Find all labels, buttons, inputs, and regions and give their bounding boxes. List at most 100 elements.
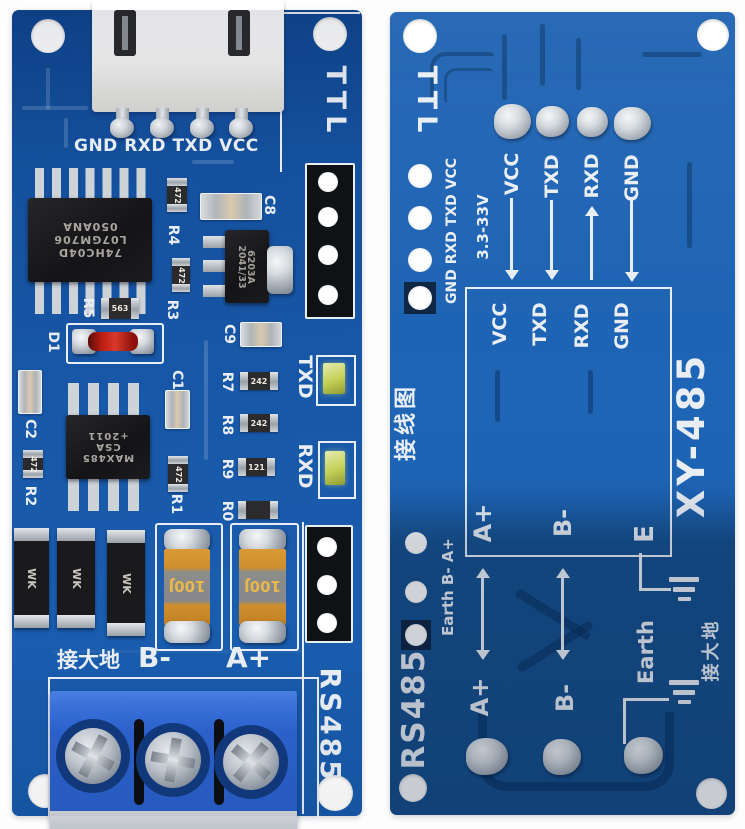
terminal-screw[interactable] bbox=[223, 734, 279, 790]
solder-joint bbox=[577, 107, 608, 137]
pcb-trace bbox=[22, 106, 88, 110]
voltage-regulator: 6203A 2041/33 bbox=[225, 230, 269, 303]
back-board: TTL VCC TXD RXD GND GND RXD TXD VCC 3.3-… bbox=[390, 12, 735, 815]
ref-d1: D1 bbox=[45, 331, 61, 353]
terminal-screw[interactable] bbox=[65, 728, 121, 784]
resistor-r9: 121 bbox=[238, 458, 275, 476]
mounting-hole bbox=[399, 774, 427, 802]
diode-d1 bbox=[66, 323, 164, 364]
pcb-trace bbox=[642, 52, 702, 57]
terminal-slot bbox=[214, 719, 224, 805]
resistor-r0 bbox=[238, 501, 278, 519]
terminal-screw[interactable] bbox=[145, 732, 201, 788]
bottom-pin-bminus: B- bbox=[551, 683, 579, 713]
arrow-bminus bbox=[555, 568, 570, 660]
ground-symbol bbox=[673, 690, 695, 695]
ref-c9: C9 bbox=[221, 323, 237, 344]
ref-r4: R4 bbox=[165, 224, 181, 246]
mounting-hole bbox=[696, 778, 727, 809]
earth-label-cn: 接大地 bbox=[701, 618, 722, 682]
solder-joint bbox=[229, 118, 253, 138]
earth-wire bbox=[639, 553, 642, 591]
pcb-trace bbox=[502, 34, 507, 100]
ref-r9: R9 bbox=[219, 458, 235, 480]
solder-joint bbox=[494, 104, 531, 139]
box-pin-rxd: RXD bbox=[570, 303, 593, 349]
txd-led-outline bbox=[316, 355, 356, 406]
arrow-rxd-up bbox=[584, 206, 599, 280]
pcb-trace bbox=[588, 370, 593, 414]
square-pad bbox=[404, 282, 436, 314]
regulator-leg bbox=[203, 285, 227, 297]
rs485-transceiver-ic: MAX485 CSA +2011 bbox=[66, 415, 150, 479]
pin-hole-strip bbox=[305, 525, 353, 643]
resistor-r7: 242 bbox=[240, 372, 278, 390]
resistor-r8: 242 bbox=[240, 414, 278, 432]
regulator-marking: 2041/33 bbox=[236, 245, 247, 289]
ref-r1: R1 bbox=[168, 493, 184, 515]
earth-label: Earth bbox=[633, 620, 658, 684]
fuse-code: 100J bbox=[244, 577, 281, 596]
silkscreen-line bbox=[302, 522, 304, 814]
tvs-marking: WK bbox=[69, 567, 83, 589]
wiring-diagram-box bbox=[465, 287, 672, 557]
through-hole-pad bbox=[405, 581, 427, 603]
tvs-diode: WK bbox=[14, 528, 49, 628]
solder-joint bbox=[614, 107, 651, 140]
regulator-marking: 6203A bbox=[245, 250, 257, 284]
pin-label-gnd: GND bbox=[620, 154, 643, 202]
resistor-r1: 472 bbox=[168, 456, 188, 492]
ic-pins bbox=[35, 168, 153, 198]
ref-r5: R5 bbox=[80, 297, 96, 319]
square-pad bbox=[401, 620, 431, 650]
ground-symbol bbox=[678, 700, 691, 704]
hex-inverter-ic: 74HC04D L07GM706 050ANA bbox=[28, 198, 152, 282]
ref-r7: R7 bbox=[219, 371, 235, 393]
pin-label-rxd: RXD bbox=[580, 153, 603, 199]
earth-wire bbox=[623, 698, 669, 701]
pcb-trace bbox=[687, 162, 692, 248]
ic-marking: MAX485 bbox=[81, 452, 135, 464]
tvs-diode: WK bbox=[57, 528, 95, 628]
ttl-label: TTL bbox=[411, 65, 443, 139]
earth-wire bbox=[639, 588, 671, 591]
pcb-trace bbox=[576, 38, 581, 90]
pin-hole-strip bbox=[305, 163, 355, 319]
ref-c2: C2 bbox=[22, 418, 38, 439]
rxd-led-outline bbox=[318, 441, 356, 499]
pcb-trace bbox=[64, 118, 68, 148]
regulator-leg bbox=[203, 260, 227, 272]
ground-symbol bbox=[678, 597, 691, 601]
capacitor-c2 bbox=[18, 370, 42, 414]
resistor-r5: 563 bbox=[101, 298, 139, 319]
rxd-led-label: RXD bbox=[294, 443, 317, 489]
resistor-r4: 472 bbox=[167, 178, 187, 212]
solder-joint bbox=[543, 739, 581, 775]
ground-symbol bbox=[669, 680, 699, 685]
tvs-diode: WK bbox=[107, 530, 145, 636]
solder-joint bbox=[190, 118, 214, 138]
mounting-hole bbox=[317, 775, 353, 811]
ttl-connector bbox=[92, 0, 284, 112]
mounting-hole bbox=[31, 19, 65, 53]
tvs-marking: WK bbox=[119, 572, 133, 594]
pcb-trace bbox=[540, 24, 545, 86]
arrow-gnd-down bbox=[624, 200, 639, 282]
ref-r3: R3 bbox=[164, 299, 180, 321]
a-plus-label: A+ bbox=[226, 641, 272, 674]
resistor-r3: 472 bbox=[172, 258, 190, 292]
capacitor-c1 bbox=[165, 390, 190, 429]
voltage-label: 3.3-33V bbox=[473, 194, 492, 260]
terminal-slot bbox=[134, 719, 144, 805]
through-hole-pad bbox=[408, 206, 432, 230]
solder-joint bbox=[624, 737, 663, 774]
rxd-led bbox=[325, 451, 345, 485]
screw-terminal-block bbox=[50, 691, 297, 829]
ref-r8: R8 bbox=[219, 414, 235, 436]
arrow-aplus bbox=[475, 568, 490, 660]
pcb-trace bbox=[444, 68, 493, 103]
pin-label-vcc: VCC bbox=[500, 152, 523, 196]
ref-r0: R0 bbox=[219, 500, 235, 522]
box-pin-gnd: GND bbox=[610, 302, 633, 350]
resistor-r2: 472 bbox=[23, 450, 43, 478]
